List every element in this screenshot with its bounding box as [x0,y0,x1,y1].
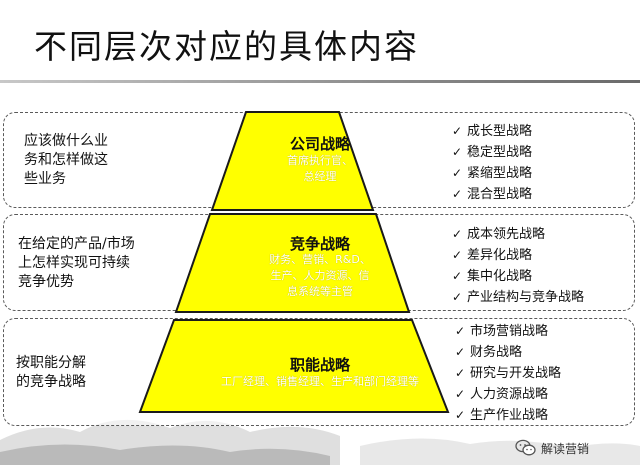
check-icon: ✓ [452,187,463,201]
tier-2-sub-line: 财务、营销、R&D、 [269,253,371,266]
tier-1-subtitle: 首席执行官、 总经理 [0,153,640,185]
check-icon: ✓ [452,145,463,159]
check-icon: ✓ [452,227,463,241]
tier-2-desc-line: 竞争优势 [18,274,74,290]
pyramid-tier-1 [210,111,375,211]
tier-1-sub-line: 首席执行官、 [287,154,353,167]
tier-3-description: 按职能分解 的竞争战略 [16,354,86,392]
list-item: ✓混合型战略 [452,184,532,205]
check-icon: ✓ [452,124,463,138]
list-item: ✓稳定型战略 [452,142,532,163]
wechat-icon [515,439,536,456]
tier-3-strategy-list: ✓市场营销战略 ✓财务战略 ✓研究与开发战略 ✓人力资源战略 ✓生产作业战略 [455,321,561,426]
tier-1-sub-line: 总经理 [303,170,337,183]
tier-3-desc-line: 的竞争战略 [16,374,86,390]
check-icon: ✓ [452,290,463,304]
tier-1-strategy-list: ✓成长型战略 ✓稳定型战略 ✓紧缩型战略 ✓混合型战略 [452,121,532,205]
check-icon: ✓ [455,366,466,380]
list-item: ✓人力资源战略 [455,384,561,405]
tier-2-strategy-list: ✓成本领先战略 ✓差异化战略 ✓集中化战略 ✓产业结构与竞争战略 [452,224,584,308]
list-item: ✓紧缩型战略 [452,163,532,184]
tier-2-desc-line: 在给定的产品/市场 [18,236,135,252]
list-item: ✓成本领先战略 [452,224,584,245]
tier-3-sub-line: 工厂经理、销售经理、生产和部门经理等 [221,375,419,388]
tier-3-subtitle: 工厂经理、销售经理、生产和部门经理等 [0,374,640,390]
list-item: ✓市场营销战略 [455,321,561,342]
check-icon: ✓ [455,345,466,359]
tier-2-subtitle: 财务、营销、R&D、 生产、人力资源、信 息系统等主管 [0,252,640,300]
list-item: ✓财务战略 [455,342,561,363]
tier-1-description: 应该做什么业 务和怎样做这 些业务 [24,132,108,189]
tier-3-desc-line: 按职能分解 [16,355,86,371]
check-icon: ✓ [452,166,463,180]
tier-1-desc-line: 些业务 [24,171,66,187]
list-item: ✓产业结构与竞争战略 [452,287,584,308]
tier-2-sub-line: 生产、人力资源、信 [270,269,370,282]
list-item: ✓研究与开发战略 [455,363,561,384]
check-icon: ✓ [455,408,466,422]
watermark: 解读营销 [515,438,589,458]
tier-2-desc-line: 上怎样实现可持续 [18,255,130,271]
tier-1-desc-line: 应该做什么业 [24,133,108,149]
tier-2-title: 竞争战略 [289,235,350,253]
title-divider [0,80,640,83]
list-item: ✓成长型战略 [452,121,532,142]
list-item: ✓集中化战略 [452,266,584,287]
tier-2-description: 在给定的产品/市场 上怎样实现可持续 竞争优势 [18,235,135,292]
pyramid-tier-3 [138,319,450,413]
list-item: ✓差异化战略 [452,245,584,266]
tier-2-sub-line: 息系统等主管 [287,285,353,298]
check-icon: ✓ [455,324,466,338]
tier-1-desc-line: 务和怎样做这 [24,152,108,168]
watermark-text: 解读营销 [541,441,590,456]
tier-1-title: 公司战略 [289,135,350,153]
list-item: ✓生产作业战略 [455,405,561,426]
check-icon: ✓ [452,269,463,283]
check-icon: ✓ [455,387,466,401]
pyramid-tier-2 [174,213,411,313]
tier-3-title: 职能战略 [289,356,350,374]
check-icon: ✓ [452,248,463,262]
page-title: 不同层次对应的具体内容 [34,27,419,66]
